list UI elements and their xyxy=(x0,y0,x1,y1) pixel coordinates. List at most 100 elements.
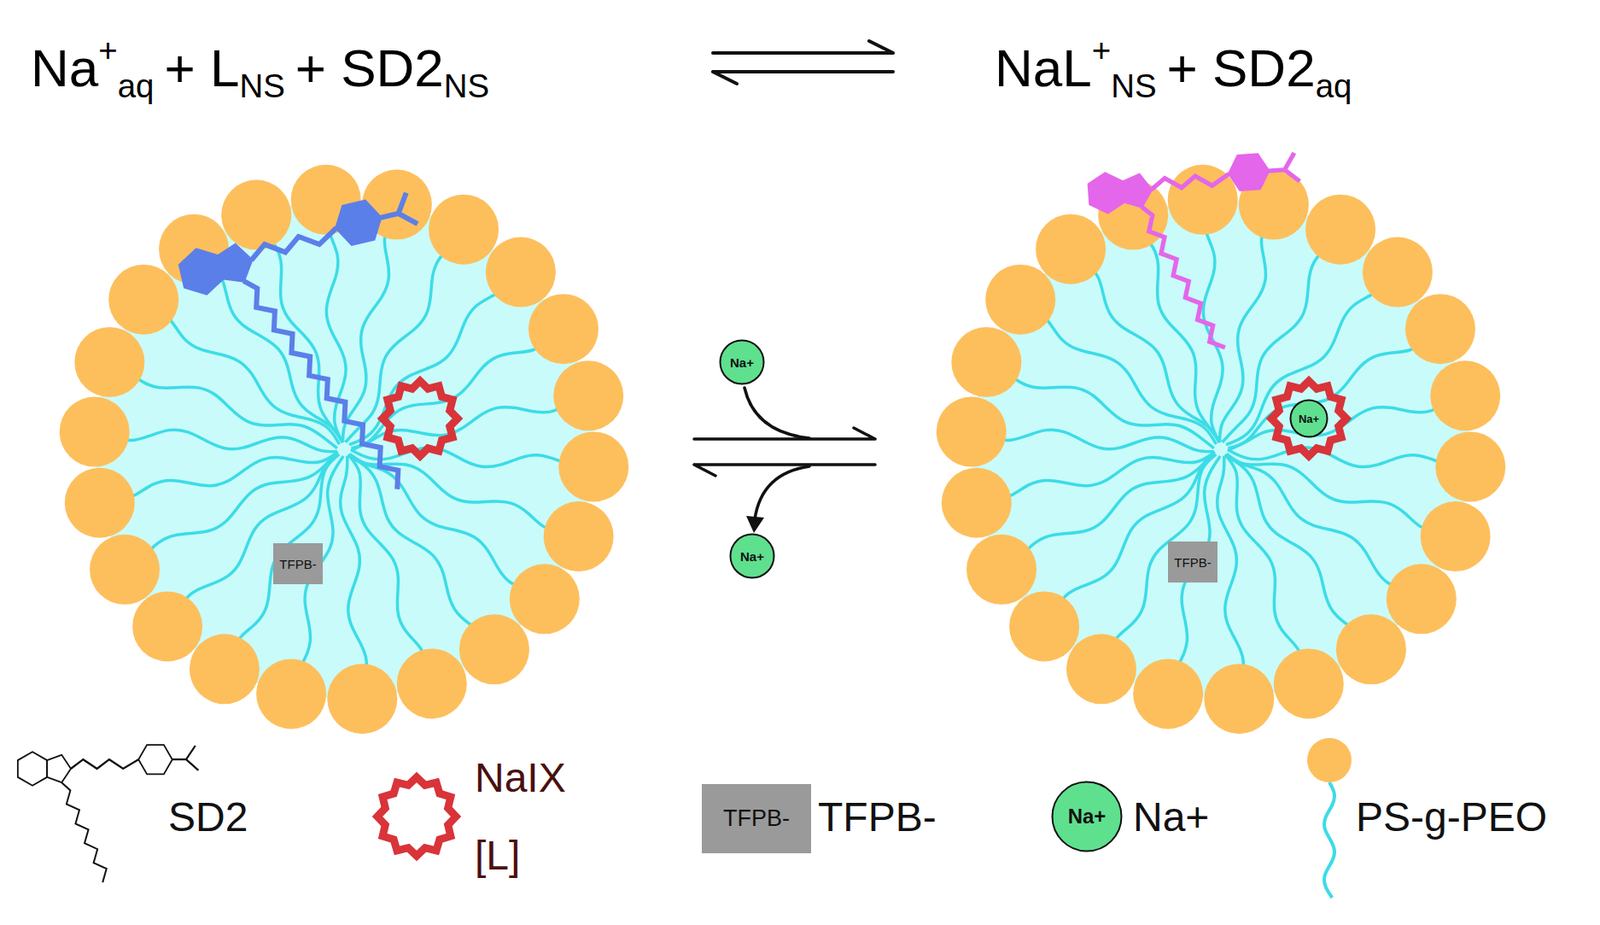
reaction-equation: NaL+NS + SD2aq xyxy=(994,34,1352,104)
ionophore-crown xyxy=(1271,380,1347,456)
nanosphere xyxy=(59,164,630,734)
thiazole-ring xyxy=(46,754,71,783)
polyene-chain xyxy=(248,227,339,261)
charge: + xyxy=(1091,31,1111,69)
reaction-equation: Na+aq+ LNS+ SD2NS xyxy=(30,34,490,104)
phenyl-ring xyxy=(138,744,173,774)
polystyrene-bead xyxy=(256,658,327,729)
peo-chain xyxy=(1225,455,1407,590)
legend-label: SD2 xyxy=(168,793,248,841)
benzene-ring xyxy=(17,751,47,786)
phase-subscript: NS xyxy=(239,67,285,105)
alkyl-tail xyxy=(243,256,403,513)
polyene-chain xyxy=(1150,173,1230,190)
polystyrene-bead xyxy=(1430,360,1501,431)
polystyrene-bead xyxy=(1009,590,1080,661)
thiazole-ring xyxy=(216,241,256,285)
uptake-arrow xyxy=(744,387,810,438)
sodium-ion: Na+ xyxy=(718,338,765,386)
nanosphere xyxy=(936,164,1507,734)
polyene-chain xyxy=(70,759,139,769)
peo-chain xyxy=(262,231,344,443)
ionophore-crown xyxy=(377,776,456,856)
peo-chain xyxy=(348,455,530,590)
species-symbol: + SD2 xyxy=(1167,38,1316,98)
polystyrene-bead xyxy=(397,648,468,719)
node-label: Na+ xyxy=(1068,804,1107,829)
polystyrene-bead xyxy=(1273,648,1344,719)
peo-chain xyxy=(347,455,485,635)
species-symbol: NaL xyxy=(994,38,1092,98)
polystyrene-bead xyxy=(327,663,398,734)
polystyrene-bead xyxy=(1203,663,1274,734)
polystyrene-bead xyxy=(459,613,530,684)
polystyrene-bead xyxy=(89,534,160,605)
legend-label: NaIX [L] xyxy=(474,738,586,894)
core xyxy=(971,199,1471,699)
peo-chain xyxy=(1217,455,1244,681)
polystyrene-bead xyxy=(221,180,292,251)
polystyrene-bead xyxy=(108,264,179,335)
polystyrene-bead xyxy=(1386,563,1457,634)
peo-chain xyxy=(988,429,1214,452)
dimethylamino xyxy=(172,745,199,771)
species-symbol: + SD2 xyxy=(295,38,444,98)
polystyrene-bead xyxy=(543,501,614,572)
phenyl-ring xyxy=(1227,153,1270,191)
dimethylamino xyxy=(376,192,418,233)
ionophore-crown xyxy=(382,380,458,456)
polystyrene-bead xyxy=(528,293,599,364)
polystyrene-bead xyxy=(1405,293,1476,364)
polystyrene-bead xyxy=(558,431,629,502)
node-label: Na+ xyxy=(1298,412,1320,426)
sodium-ion: Na+ xyxy=(1289,398,1329,438)
sd2-dye xyxy=(175,190,475,526)
polystyrene-bead xyxy=(1132,658,1203,729)
polystyrene-bead xyxy=(189,633,260,704)
polystyrene-bead xyxy=(59,397,130,468)
polystyrene-bead xyxy=(1305,194,1376,265)
phase-subscript: aq xyxy=(117,67,155,105)
peo-chain xyxy=(994,451,1215,502)
tfpb-box: TFPB- xyxy=(1167,541,1218,583)
polystyrene-bead xyxy=(1066,633,1137,704)
equilibrium-arrow xyxy=(712,40,894,53)
polystyrene-bead xyxy=(951,327,1022,398)
polystyrene-bead xyxy=(485,237,556,308)
polystyrene-bead xyxy=(966,534,1037,605)
node-label: TFPB- xyxy=(279,556,316,572)
polystyrene-bead xyxy=(74,327,145,398)
legend-label: TFPB- xyxy=(817,793,937,841)
polystyrene-bead xyxy=(985,264,1056,335)
phase-subscript: NS xyxy=(443,67,490,105)
peo-chain xyxy=(1224,455,1361,635)
legend-label: PS-g-PEO xyxy=(1355,793,1548,841)
node-label: TFPB- xyxy=(723,805,790,832)
peo-chain xyxy=(1139,231,1221,443)
peo-chain xyxy=(345,245,456,443)
benzene-ring xyxy=(177,245,226,298)
core xyxy=(94,199,594,699)
tfpb-swatch: TFPB- xyxy=(701,783,812,853)
phase-subscript: aq xyxy=(1315,67,1353,105)
species-symbol: + L xyxy=(163,38,240,98)
thiazole-ring xyxy=(1122,173,1153,208)
polystyrene-bead xyxy=(1362,237,1433,308)
species-symbol: Na xyxy=(30,38,99,98)
phase-subscript: NS xyxy=(1110,67,1157,105)
legend-label: Na+ xyxy=(1132,793,1209,841)
polystyrene-bead xyxy=(509,563,580,634)
alkyl-tail xyxy=(61,782,107,882)
dimethylamino xyxy=(1267,152,1300,184)
polystyrene-bead xyxy=(64,467,135,538)
arrowhead xyxy=(746,515,765,533)
release-arrow xyxy=(754,466,810,520)
peo-chain xyxy=(1324,782,1335,898)
sd2-dye xyxy=(1087,151,1312,357)
polystyrene-bead xyxy=(941,467,1012,538)
peo-chain xyxy=(1083,262,1220,443)
polystyrene-bead xyxy=(553,360,624,431)
polystyrene-bead xyxy=(428,194,499,265)
peo-chain xyxy=(111,429,337,452)
